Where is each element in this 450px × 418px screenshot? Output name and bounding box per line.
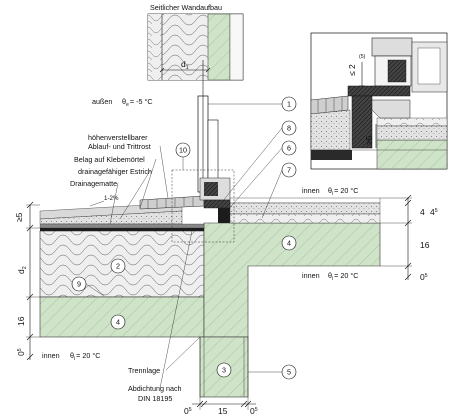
detail-insulation: [376, 117, 448, 127]
detail-dim-ge5: ≥5: [364, 135, 374, 145]
interior-screed: [229, 202, 381, 215]
detail-door-frame-top: [371, 37, 413, 57]
interior-finish-floor: [229, 197, 381, 204]
impact-sound-insulation-7: [229, 213, 381, 224]
detail-dim-5: (5): [359, 54, 366, 60]
svg-text:innen: innen: [302, 186, 320, 195]
callout-1: [281, 96, 297, 112]
svg-text:innen: innen: [302, 271, 320, 280]
label-tiles: Belag auf Klebemörtel: [74, 155, 145, 164]
label-seal-1: Abdichtung nach: [128, 384, 182, 393]
threshold-block-8: [203, 199, 231, 209]
label-drain: höhenverstellbarer: [88, 133, 148, 142]
dim-ge5-left: ≥5: [14, 212, 24, 222]
detail-screed: [376, 125, 448, 141]
callout-6: [281, 140, 297, 156]
svg-text:8: 8: [287, 124, 291, 133]
inset-dim-d1: d1: [181, 59, 189, 71]
svg-text:θi= 20 °C: θi= 20 °C: [328, 186, 358, 197]
dim-d2: d2: [16, 266, 28, 274]
dim-16-left: 16: [16, 316, 26, 326]
outside-temp-label: außen θe= -5 °C: [92, 97, 153, 108]
svg-text:7: 7: [287, 166, 291, 175]
detail-angle-profile: [351, 95, 373, 149]
label-drain-2: Ablauf- und Trittrost: [88, 142, 151, 151]
inside-mid-temp-label: innen θi= 20 °C: [302, 271, 358, 282]
callout-2: [110, 258, 126, 274]
svg-text:1: 1: [287, 100, 291, 109]
detail-slab: [376, 139, 448, 170]
drainage-mat: [39, 223, 205, 229]
callout-5: [281, 364, 297, 380]
inside-top-temp-label: innen θi= 20 °C: [302, 186, 358, 197]
svg-text:θe= -5 °C: θe= -5 °C: [122, 97, 153, 108]
svg-text:3: 3: [222, 366, 226, 375]
svg-text:4: 4: [287, 239, 291, 248]
inset-plaster-layer: [148, 14, 162, 80]
bottom-dimensions: 05 15 05: [184, 397, 258, 416]
detail-marker-10: [171, 169, 235, 243]
svg-text:θi= 20 °C: θi= 20 °C: [70, 351, 100, 362]
wall-build-up-inset: Seitlicher Wandaufbau d1: [147, 3, 244, 81]
label-trennlage: Trennlage: [128, 366, 160, 375]
svg-text:5: 5: [287, 368, 291, 377]
svg-text:6: 6: [287, 144, 291, 153]
svg-text:2: 2: [116, 262, 120, 271]
dim-45-right: 45: [430, 207, 438, 217]
detail-threshold: [347, 85, 411, 97]
label-screed: drainagefähiger Estrich: [78, 167, 152, 176]
dim-05-left: 05: [16, 348, 26, 356]
waterproofing-layer: [40, 228, 204, 231]
dim-05-bottom-right: 05: [250, 406, 258, 416]
inset-insulation-layer: [162, 14, 208, 80]
callout-4-left: [110, 314, 126, 330]
connection-seal-6: [218, 208, 230, 223]
threshold-detail-inset: ≤ 2 (5) ≥5: [310, 32, 448, 170]
svg-text:innen: innen: [42, 351, 60, 360]
left-dimensions: ≥5 d2 16 05: [14, 201, 40, 361]
detail-dim-le2: ≤ 2: [347, 64, 357, 76]
inset-finish-layer: [229, 13, 244, 81]
detail-seal-layer: [311, 150, 352, 160]
dim-05-bottom-left: 05: [184, 406, 192, 416]
svg-text:9: 9: [77, 280, 81, 289]
inset-concrete-layer: [207, 13, 231, 81]
dim-4-right: 4: [420, 207, 425, 217]
svg-text:10: 10: [179, 146, 187, 155]
dim-16-right: 16: [420, 240, 430, 250]
svg-text:4: 4: [116, 318, 120, 327]
label-slope: 1-2%: [104, 195, 119, 202]
callout-8: [281, 120, 297, 136]
callouts: 1 8 6 7 10 2 9 4 4 3 5: [71, 96, 297, 380]
label-seal-2: DIN 18195: [138, 394, 172, 403]
material-labels: höhenverstellbarer Ablauf- und Trittrost…: [70, 133, 201, 403]
callout-7: [281, 162, 297, 178]
dim-15-bottom: 15: [218, 406, 228, 416]
callout-4-right: [281, 235, 297, 251]
svg-text:außen: außen: [92, 97, 112, 106]
svg-text:θi= 20 °C: θi= 20 °C: [328, 271, 358, 282]
dim-05-right: 05: [420, 272, 428, 282]
detail-grate: [310, 95, 349, 115]
label-mat: Drainagematte: [70, 179, 117, 188]
callout-3: [216, 362, 232, 378]
right-dimensions: 4 45 16 05: [380, 194, 438, 282]
inset-title: Seitlicher Wandaufbau: [150, 3, 222, 12]
inside-bottom-temp-label: innen θi= 20 °C: [42, 351, 100, 362]
